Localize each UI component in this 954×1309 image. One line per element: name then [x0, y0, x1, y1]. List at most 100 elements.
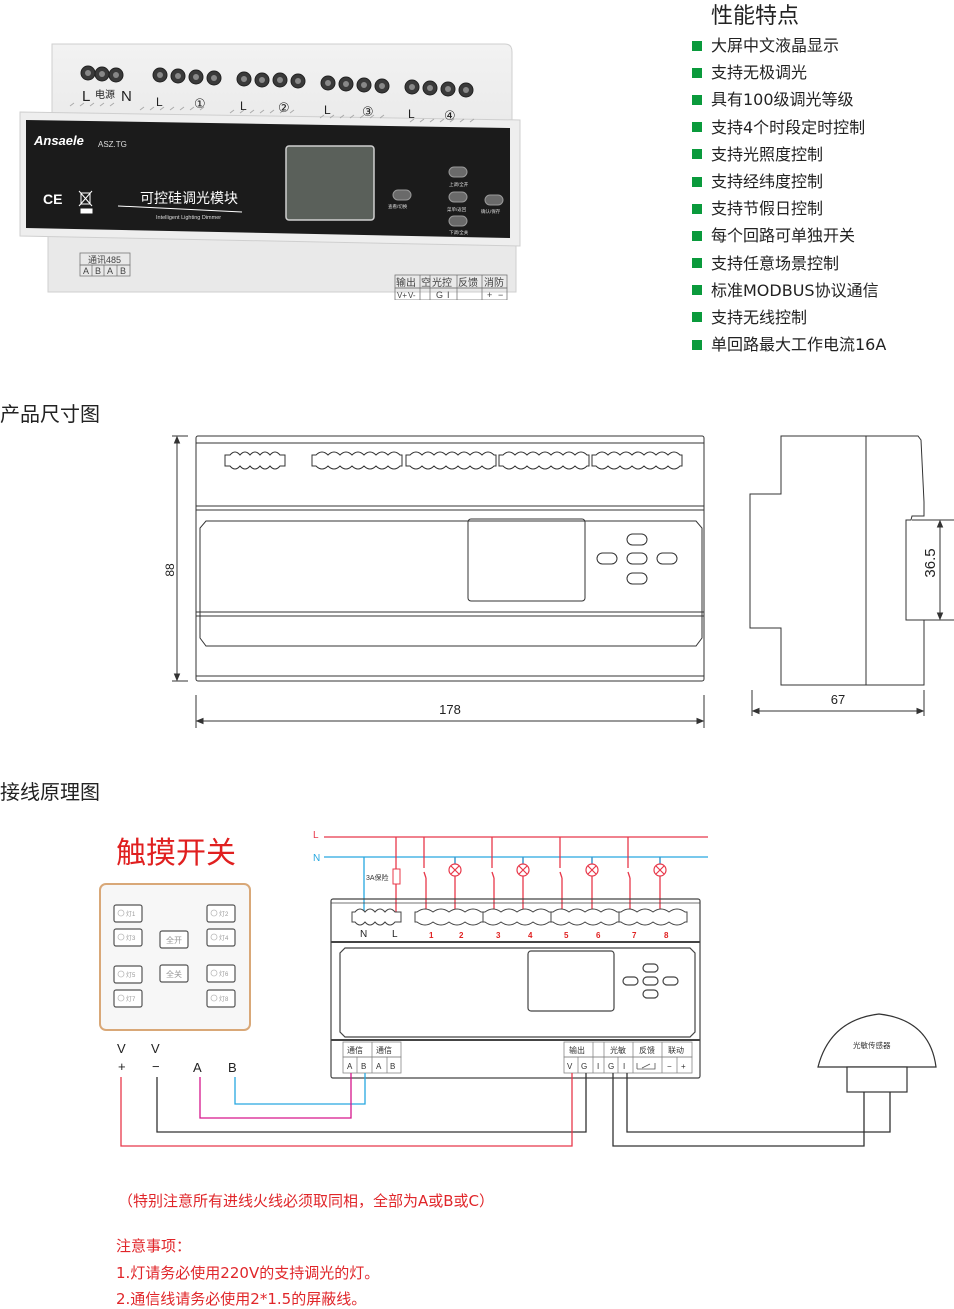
io-terminal-box [563, 1041, 693, 1074]
svg-text:全开: 全开 [166, 935, 182, 945]
svg-text:灯8: 灯8 [219, 995, 229, 1003]
svg-text:空: 空 [421, 276, 431, 289]
svg-text:+: + [681, 1062, 686, 1071]
weee-bin-icon [78, 190, 93, 214]
svg-text:灯7: 灯7 [126, 995, 136, 1003]
a-label: A [193, 1060, 202, 1075]
features-title: 性能特点 [711, 4, 800, 29]
note-item: 2.通信线请务必使用2*1.5的屏蔽线。 [116, 1290, 367, 1308]
touch-switch-keys [113, 904, 236, 1008]
svg-text:I: I [623, 1062, 625, 1071]
svg-text:V: V [567, 1062, 573, 1071]
svg-text:灯3: 灯3 [126, 934, 136, 942]
svg-text:V+: V+ [397, 291, 407, 300]
note-item: 1.灯请务必使用220V的支持调光的灯。 [116, 1264, 380, 1282]
svg-text:灯1: 灯1 [126, 910, 136, 918]
down-button[interactable] [448, 215, 468, 227]
switch-key-1[interactable] [113, 904, 143, 923]
svg-text:光控: 光控 [432, 276, 452, 289]
feature-item: 具有100级调光等级 [692, 86, 886, 113]
svg-text:反馈: 反馈 [458, 276, 478, 289]
io-terminal-label [394, 274, 508, 300]
down-button-label: 下调/全关 [449, 229, 469, 236]
model-number: ASZ.TG [98, 140, 127, 149]
product-name-en: Intelligent Lighting Dimmer [156, 215, 221, 221]
features-list: 大屏中文液晶显示 支持无极调光 具有100级调光等级 支持4个时段定时控制 支持… [692, 32, 886, 358]
switch-key-5[interactable] [113, 965, 143, 984]
svg-text:1: 1 [429, 931, 434, 940]
wire-v-plus [120, 1073, 573, 1147]
svg-text:B: B [361, 1062, 366, 1071]
feature-item: 支持光照度控制 [692, 141, 886, 168]
wiring-title: 接线原理图 [0, 780, 100, 804]
view-button[interactable] [392, 189, 412, 201]
bullet-square-icon [692, 67, 702, 78]
switch-key-3[interactable] [113, 928, 143, 947]
switch-key-2[interactable] [206, 904, 236, 923]
bullet-square-icon [692, 258, 702, 269]
switch-key-all-on[interactable] [159, 930, 189, 949]
confirm-button-label: 确认/保存 [481, 208, 501, 215]
feature-item: 单回路最大工作电流16A [692, 331, 886, 358]
touch-switch-title: 触摸开关 [116, 836, 236, 871]
feature-item: 支持节假日控制 [692, 195, 886, 222]
up-button[interactable] [448, 166, 468, 178]
svg-text:通讯485: 通讯485 [88, 255, 121, 265]
svg-text:−: − [498, 290, 503, 300]
confirm-button[interactable] [484, 194, 504, 206]
menu-button[interactable] [448, 191, 468, 203]
switch-key-8[interactable] [206, 989, 236, 1008]
svg-text:通信: 通信 [376, 1045, 392, 1055]
bullet-square-icon [692, 176, 702, 187]
svg-text:6: 6 [596, 931, 601, 940]
switch-key-6[interactable] [206, 964, 236, 983]
bullet-square-icon [692, 285, 702, 296]
comm-terminal-box [342, 1041, 402, 1074]
v-minus-top-label: V [151, 1041, 160, 1056]
photo-terminal-n: N [121, 88, 132, 105]
notes-heading: 注意事项： [116, 1237, 192, 1255]
feature-item: 大屏中文液晶显示 [692, 32, 886, 59]
bullet-square-icon [692, 312, 702, 323]
light-sensor-icon [817, 1013, 937, 1093]
feature-item: 标准MODBUS协议通信 [692, 277, 886, 304]
width-label: 178 [439, 702, 461, 717]
width-dimension [195, 695, 705, 728]
photo-terminal-l: L [82, 88, 90, 105]
svg-text:光敏: 光敏 [610, 1045, 626, 1055]
svg-text:消防: 消防 [484, 276, 504, 289]
switch-key-7[interactable] [113, 989, 143, 1008]
svg-text:G: G [436, 290, 443, 300]
svg-text:L: L [324, 103, 331, 117]
svg-text:输出: 输出 [569, 1045, 585, 1055]
module-terminal-n: N [360, 929, 367, 940]
svg-text:4: 4 [528, 931, 533, 940]
dimensions-title: 产品尺寸图 [0, 402, 100, 426]
photo-channel-2: ② [278, 100, 290, 115]
wire-ground [156, 1073, 587, 1133]
feature-item: 每个回路可单独开关 [692, 222, 886, 249]
svg-text:B: B [95, 266, 101, 276]
v-plus-top-label: V [117, 1041, 126, 1056]
photo-channel-4: ④ [444, 108, 456, 123]
switch-key-all-off[interactable] [159, 964, 189, 983]
fuse-icon [392, 868, 401, 885]
dimension-drawing: 88 178 36.5 67 [163, 435, 954, 728]
svg-text:2: 2 [459, 931, 464, 940]
module-outline [330, 898, 701, 1079]
svg-text:I: I [597, 1062, 599, 1071]
svg-text:L: L [240, 99, 247, 113]
phase-note: （特别注意所有进线火线必须取同相，全部为A或B或C） [118, 1192, 495, 1210]
v-plus-label: + [118, 1059, 126, 1074]
view-button-label: 查看/切换 [388, 203, 408, 210]
svg-text:B: B [120, 266, 126, 276]
bullet-square-icon [692, 94, 702, 105]
feature-item: 支持无极调光 [692, 59, 886, 86]
svg-text:A: A [107, 266, 113, 276]
switch-key-4[interactable] [206, 928, 236, 947]
v-minus-label: − [152, 1059, 160, 1074]
feature-item: 支持任意场景控制 [692, 250, 886, 277]
wire-sensor-g [612, 1071, 865, 1147]
svg-text:G: G [608, 1062, 614, 1071]
wire-b [234, 1073, 366, 1105]
